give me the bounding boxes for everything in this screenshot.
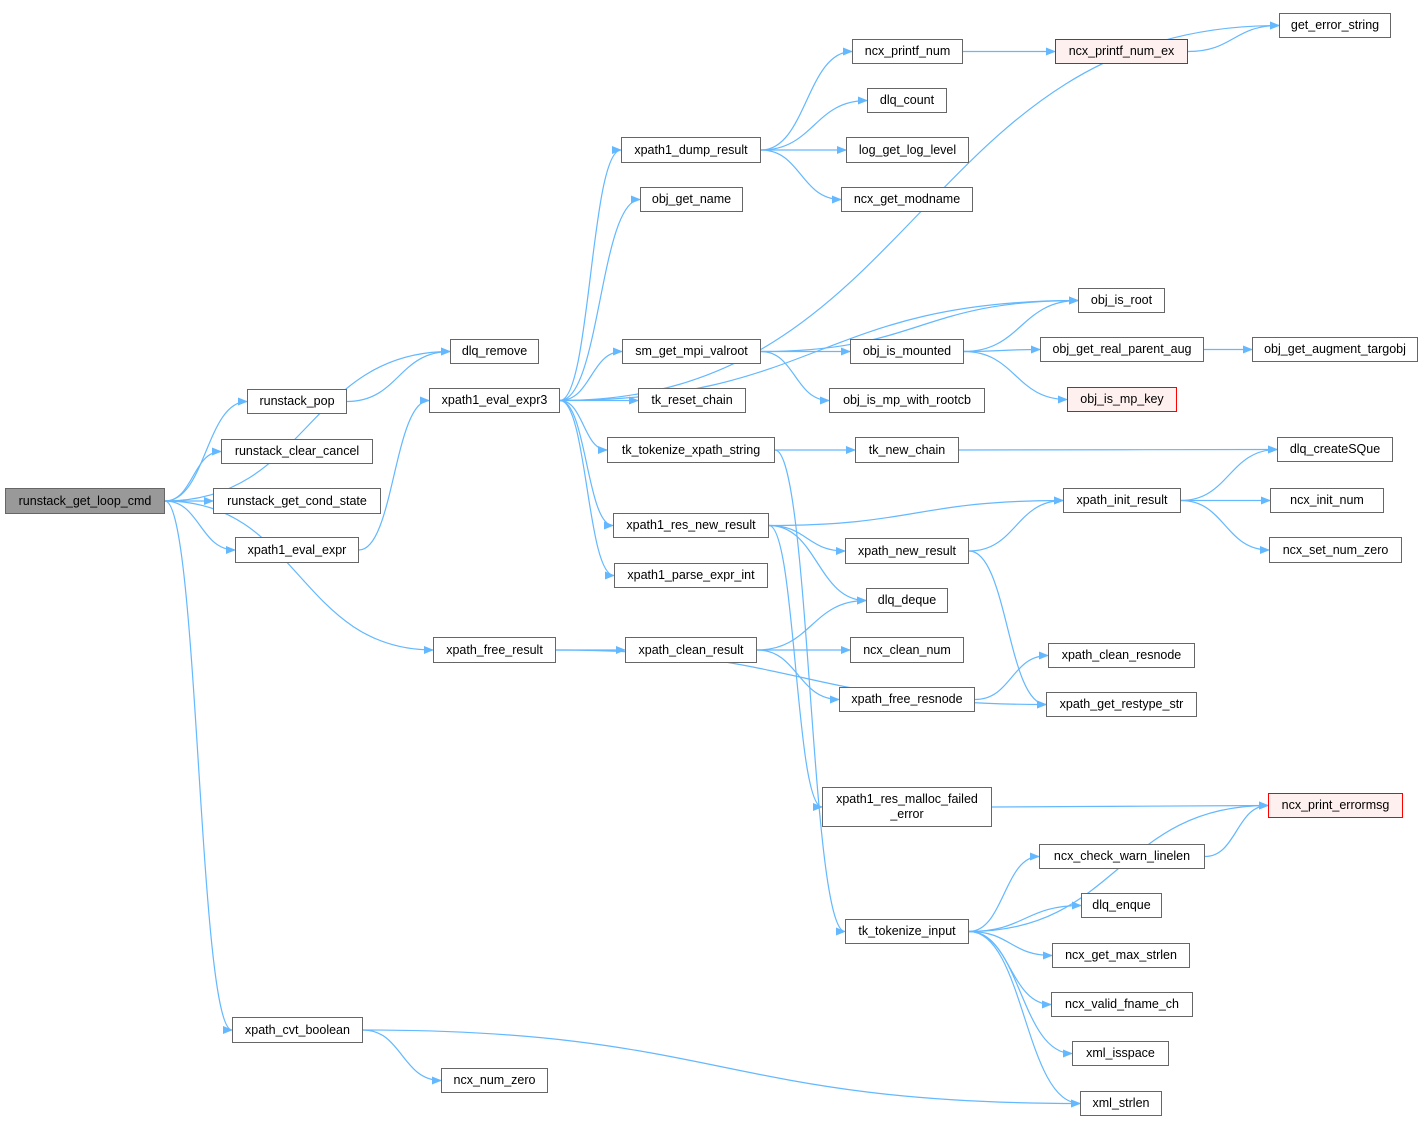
node-xpath-get-restype-str[interactable]: xpath_get_restype_str <box>1046 692 1197 717</box>
edge-xpath1-eval-expr3-to-xpath1-res-new-result <box>559 399 614 530</box>
edge-tk-tokenize-input-to-xml-isspace <box>968 930 1073 1058</box>
edge-xpath1-res-new-result-to-xpath-init-result <box>768 496 1064 527</box>
node-tk-new-chain[interactable]: tk_new_chain <box>855 437 959 463</box>
node-xpath1-parse-expr-int[interactable]: xpath1_parse_expr_int <box>614 563 768 588</box>
node-runstack-pop[interactable]: runstack_pop <box>247 389 347 414</box>
node-dlq-deque[interactable]: dlq_deque <box>866 588 948 613</box>
edge-xpath1-eval-expr3-to-xpath1-parse-expr-int <box>559 399 615 580</box>
edge-xpath1-eval-expr3-to-tk-tokenize-xpath-string <box>559 399 608 454</box>
node-dlq-count[interactable]: dlq_count <box>867 88 947 113</box>
node-tk-reset-chain[interactable]: tk_reset_chain <box>638 388 746 413</box>
edge-xpath-clean-result-to-xpath-free-resnode <box>756 649 840 704</box>
edge-tk-new-chain-to-dlq-createsque <box>958 445 1278 454</box>
edge-xpath1-dump-result-to-ncx-get-modname <box>760 149 842 204</box>
edge-xpath-clean-result-to-dlq-deque <box>756 596 867 651</box>
edge-xpath-cvt-boolean-to-xml-strlen <box>362 1029 1081 1108</box>
node-dlq-remove[interactable]: dlq_remove <box>450 339 539 364</box>
edge-xpath1-eval-expr3-to-obj-get-name <box>559 195 641 402</box>
edge-xpath1-dump-result-to-dlq-count <box>760 96 868 151</box>
node-ncx-printf-num[interactable]: ncx_printf_num <box>852 39 963 64</box>
node-xpath-free-result[interactable]: xpath_free_result <box>433 637 556 663</box>
edge-tk-tokenize-input-to-xml-strlen <box>968 930 1081 1108</box>
node-xpath1-dump-result[interactable]: xpath1_dump_result <box>621 137 761 163</box>
edge-xpath-cvt-boolean-to-ncx-num-zero <box>362 1029 442 1085</box>
edge-runstack-get-loop-cmd-to-xpath-free-result <box>164 500 434 654</box>
edge-xpath1-eval-expr3-to-sm-get-mpi-valroot <box>559 347 623 402</box>
node-log-get-log-level[interactable]: log_get_log_level <box>846 137 969 163</box>
node-xpath1-eval-expr3[interactable]: xpath1_eval_expr3 <box>429 388 560 413</box>
edge-ncx-printf-num-ex-to-get-error-string <box>1187 21 1280 53</box>
node-ncx-check-warn-linelen[interactable]: ncx_check_warn_linelen <box>1039 844 1205 869</box>
node-xpath-clean-result[interactable]: xpath_clean_result <box>625 637 757 663</box>
node-tk-tokenize-input[interactable]: tk_tokenize_input <box>845 919 969 944</box>
edge-runstack-get-loop-cmd-to-runstack-clear-cancel <box>164 447 222 502</box>
node-obj-is-root[interactable]: obj_is_root <box>1078 288 1165 313</box>
node-obj-is-mounted[interactable]: obj_is_mounted <box>850 339 964 364</box>
node-runstack-get-loop-cmd[interactable]: runstack_get_loop_cmd <box>5 488 165 514</box>
node-dlq-enque[interactable]: dlq_enque <box>1081 893 1162 918</box>
node-obj-get-real-parent-aug[interactable]: obj_get_real_parent_aug <box>1040 337 1204 362</box>
edge-xpath-init-result-to-dlq-createsque <box>1180 445 1278 502</box>
node-obj-get-name[interactable]: obj_get_name <box>640 187 743 212</box>
edge-tk-tokenize-input-to-ncx-get-max-strlen <box>968 930 1053 960</box>
edge-sm-get-mpi-valroot-to-obj-is-root <box>760 296 1079 353</box>
edge-obj-is-mounted-to-obj-is-root <box>963 296 1079 353</box>
node-obj-is-mp-with-rootcb[interactable]: obj_is_mp_with_rootcb <box>829 388 985 413</box>
edge-xpath-free-resnode-to-xpath-clean-resnode <box>974 651 1049 701</box>
edge-xpath-new-result-to-xpath-init-result <box>968 496 1064 552</box>
node-obj-get-augment-targobj[interactable]: obj_get_augment_targobj <box>1252 337 1418 362</box>
node-sm-get-mpi-valroot[interactable]: sm_get_mpi_valroot <box>622 339 761 364</box>
node-ncx-get-modname[interactable]: ncx_get_modname <box>841 187 973 212</box>
node-ncx-clean-num[interactable]: ncx_clean_num <box>850 637 964 663</box>
edge-tk-tokenize-input-to-dlq-enque <box>968 901 1082 933</box>
node-xpath-cvt-boolean[interactable]: xpath_cvt_boolean <box>232 1017 363 1043</box>
edge-xpath1-eval-expr-to-xpath1-eval-expr3 <box>358 396 430 551</box>
node-runstack-clear-cancel[interactable]: runstack_clear_cancel <box>221 439 373 464</box>
node-get-error-string[interactable]: get_error_string <box>1279 13 1391 38</box>
edge-xpath1-dump-result-to-ncx-printf-num <box>760 47 853 151</box>
edge-tk-tokenize-input-to-ncx-check-warn-linelen <box>968 852 1040 933</box>
node-xml-isspace[interactable]: xml_isspace <box>1072 1041 1169 1066</box>
node-xpath1-res-new-result[interactable]: xpath1_res_new_result <box>613 513 769 538</box>
edge-runstack-get-loop-cmd-to-xpath1-eval-expr <box>164 500 236 554</box>
edge-runstack-get-loop-cmd-to-xpath-cvt-boolean <box>164 500 233 1034</box>
edge-xpath1-res-new-result-to-dlq-deque <box>768 524 867 605</box>
edge-xpath1-res-malloc-failed-error-to-ncx-print-errormsg <box>991 801 1269 810</box>
node-ncx-set-num-zero[interactable]: ncx_set_num_zero <box>1269 537 1402 563</box>
edge-xpath-init-result-to-ncx-set-num-zero <box>1180 499 1270 554</box>
edge-sm-get-mpi-valroot-to-obj-is-mp-with-rootcb <box>760 350 830 405</box>
node-xpath1-res-malloc-failed-error[interactable]: xpath1_res_malloc_failed _error <box>822 787 992 827</box>
edge-tk-tokenize-xpath-string-to-tk-tokenize-input <box>774 449 846 936</box>
edge-ncx-check-warn-linelen-to-ncx-print-errormsg <box>1204 801 1269 858</box>
node-ncx-valid-fname-ch[interactable]: ncx_valid_fname_ch <box>1051 992 1193 1017</box>
edge-runstack-pop-to-dlq-remove <box>346 347 451 403</box>
node-ncx-get-max-strlen[interactable]: ncx_get_max_strlen <box>1052 943 1190 968</box>
edge-obj-is-mounted-to-obj-get-real-parent-aug <box>963 345 1041 354</box>
edge-xpath1-res-new-result-to-xpath1-res-malloc-failed-error <box>768 524 823 811</box>
node-xpath-init-result[interactable]: xpath_init_result <box>1063 488 1181 513</box>
node-xpath-new-result[interactable]: xpath_new_result <box>845 538 969 564</box>
node-runstack-get-cond-state[interactable]: runstack_get_cond_state <box>213 488 381 514</box>
node-xpath-clean-resnode[interactable]: xpath_clean_resnode <box>1048 643 1195 668</box>
edge-xpath1-eval-expr3-to-xpath1-dump-result <box>559 146 622 402</box>
node-xpath1-eval-expr[interactable]: xpath1_eval_expr <box>235 537 359 563</box>
node-ncx-num-zero[interactable]: ncx_num_zero <box>441 1068 548 1093</box>
node-obj-is-mp-key[interactable]: obj_is_mp_key <box>1067 387 1177 412</box>
node-ncx-print-errormsg[interactable]: ncx_print_errormsg <box>1268 793 1403 818</box>
node-tk-tokenize-xpath-string[interactable]: tk_tokenize_xpath_string <box>607 437 775 463</box>
node-xml-strlen[interactable]: xml_strlen <box>1080 1091 1162 1116</box>
node-ncx-init-num[interactable]: ncx_init_num <box>1270 488 1384 513</box>
edge-xpath-new-result-to-xpath-get-restype-str <box>968 550 1047 709</box>
node-ncx-printf-num-ex[interactable]: ncx_printf_num_ex <box>1055 39 1188 64</box>
edge-obj-is-mounted-to-obj-is-mp-key <box>963 350 1068 404</box>
node-xpath-free-resnode[interactable]: xpath_free_resnode <box>839 687 975 712</box>
node-dlq-createsque[interactable]: dlq_createSQue <box>1277 437 1393 462</box>
